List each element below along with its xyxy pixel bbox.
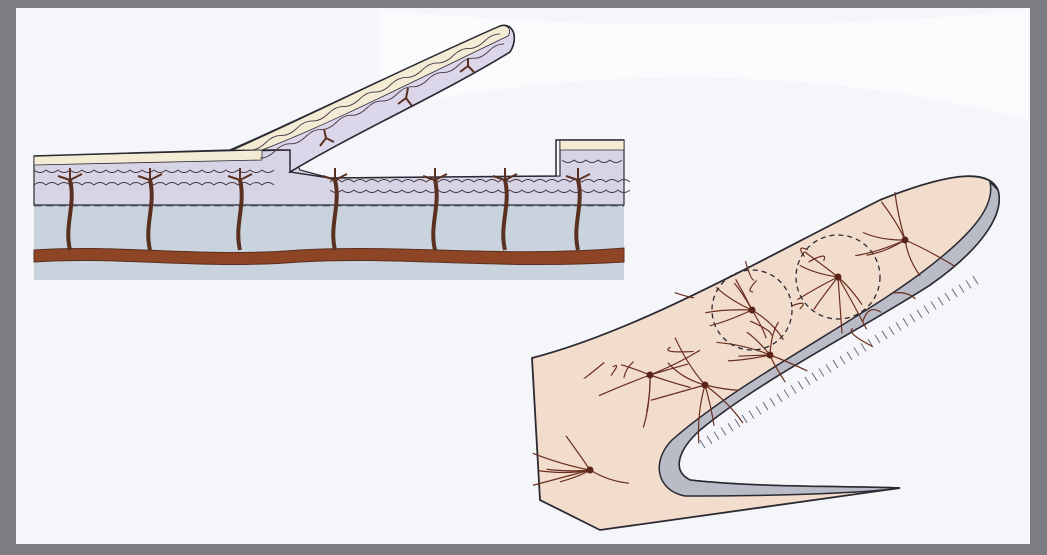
vessel-hub-node	[587, 467, 594, 474]
vessel-hub-node	[835, 274, 842, 281]
epidermis-right	[560, 140, 624, 150]
vessel-hub-node	[749, 307, 756, 314]
vessel-hub-node	[902, 237, 909, 244]
vessel-hub-node	[767, 352, 774, 359]
vessel-hub-node	[702, 382, 709, 389]
vessel-hub-node	[647, 372, 654, 379]
subcutaneous-layer	[34, 200, 624, 280]
